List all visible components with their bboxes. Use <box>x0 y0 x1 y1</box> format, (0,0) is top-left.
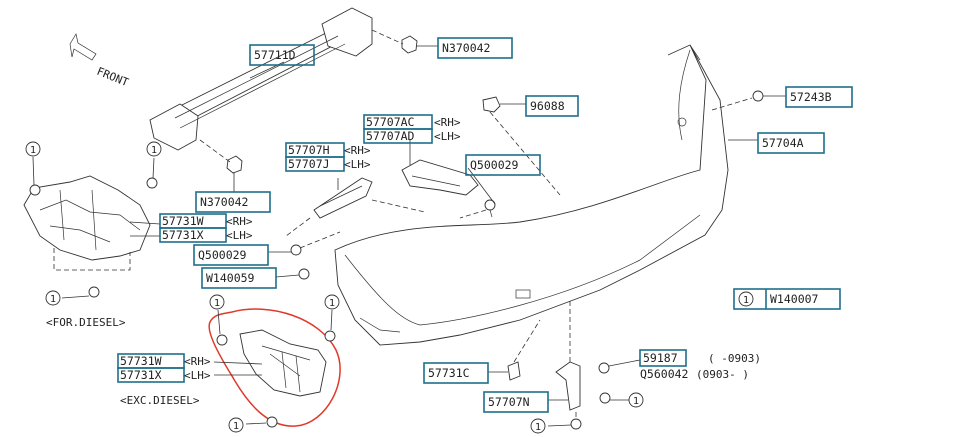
clip-diesel-left-icon <box>29 184 41 196</box>
variant-label-exc-diesel: <EXC.DIESEL> <box>120 394 200 407</box>
part-number-57731X-bottom: 57731X <box>120 368 162 382</box>
part-number-57711D: 57711D <box>254 48 296 62</box>
trim-57731C-icon <box>507 361 521 381</box>
part-number-Q500029-right: Q500029 <box>470 158 519 172</box>
callout-box-57731X-top <box>159 227 227 243</box>
screw-59187-icon <box>598 362 610 374</box>
ref-circle-icon: 1 <box>45 290 61 306</box>
clip-exc-bottom-icon <box>266 416 278 428</box>
callout-box-57707J <box>285 156 345 172</box>
part-number-57731W-top: 57731W <box>162 214 204 228</box>
svg-text:1: 1 <box>30 145 36 156</box>
nut-top-icon <box>401 35 418 54</box>
clip-exc-left-icon <box>216 334 228 346</box>
bumper-beam <box>149 7 373 151</box>
callout-box-57731C <box>423 362 489 384</box>
part-number-57731X-top: 57731X <box>162 228 204 242</box>
side-57707AD: <LH> <box>434 130 461 143</box>
part-number-N370042-top: N370042 <box>442 41 490 55</box>
ref-circle-icon: 1 <box>209 294 225 310</box>
side-57707H: <RH> <box>344 144 371 157</box>
clip-diesel-right-icon <box>146 177 158 189</box>
side-57731X-bottom: <LH> <box>184 369 211 382</box>
callout-box-Q500029-left <box>193 244 269 266</box>
front-label: FRONT <box>95 65 131 90</box>
svg-text:1: 1 <box>535 422 541 433</box>
clip-96088-icon <box>482 96 501 113</box>
variant-label-diesel: <FOR.DIESEL> <box>46 316 126 329</box>
screw-bottom-right-icon <box>599 392 611 404</box>
part-number-Q500029-left: Q500029 <box>198 248 247 262</box>
legend-box <box>733 288 841 310</box>
ref-circle-icon: 1 <box>628 392 644 408</box>
nut-mid-icon <box>226 155 243 174</box>
callout-box-N370042-mid <box>195 191 271 213</box>
callout-box-57243B <box>785 86 853 108</box>
side-bracket <box>401 159 479 196</box>
callout-box-57731X-bottom <box>117 367 185 383</box>
callout-box-57707AD <box>363 128 433 144</box>
part-number-57707J: 57707J <box>288 157 330 171</box>
center-bracket <box>313 177 373 219</box>
part-number-59187: 59187 <box>643 351 678 365</box>
side-57731W-bottom: <RH> <box>184 355 211 368</box>
part-number-57707N: 57707N <box>488 395 530 409</box>
callout-box-59187 <box>639 349 687 367</box>
part-number-W140059: W140059 <box>206 271 255 285</box>
side-57707J: <LH> <box>344 158 371 171</box>
part-number-57731C: 57731C <box>428 366 470 380</box>
part-number-57731W-bottom: 57731W <box>120 354 162 368</box>
callout-box-W140059 <box>201 267 277 289</box>
ref-circle-icon: 1 <box>324 294 340 310</box>
bumper-cover <box>334 44 729 346</box>
ref-circle-icon: 1 <box>228 417 244 433</box>
legend-part-number-W140007: W140007 <box>770 292 819 306</box>
rear-bracket-57707N <box>555 361 581 411</box>
part-number-57707AD: 57707AD <box>366 129 415 143</box>
mudguard-exc-diesel <box>239 329 327 397</box>
callout-box-57707N <box>483 391 549 413</box>
side-57731X-top: <LH> <box>226 229 253 242</box>
screw-left-icon <box>290 244 302 256</box>
part-number-96088: 96088 <box>530 99 565 113</box>
screw-bottom-center-icon <box>570 418 582 430</box>
part-number-57704A: 57704A <box>762 136 804 150</box>
side-57707AC: <RH> <box>434 116 461 129</box>
range-59187: ( -0903) <box>708 352 761 365</box>
part-number-Q560042: Q560042 <box>640 367 688 381</box>
part-number-57707H: 57707H <box>288 143 330 157</box>
callout-box-Q500029-right <box>465 154 541 176</box>
svg-text:1: 1 <box>233 421 239 432</box>
part-number-N370042-mid: N370042 <box>200 195 248 209</box>
part-number-57243B: 57243B <box>790 90 832 104</box>
legend-circle-icon <box>738 291 754 307</box>
svg-text:1: 1 <box>214 298 220 309</box>
legend-circle-number: 1 <box>743 295 749 306</box>
part-number-57707AC: 57707AC <box>366 115 415 129</box>
clip-W140059-icon <box>298 268 310 280</box>
svg-text:1: 1 <box>329 298 335 309</box>
callout-box-57704A <box>757 132 825 154</box>
callout-box-N370042-top <box>437 37 513 59</box>
side-57731W-top: <RH> <box>226 215 253 228</box>
svg-text:1: 1 <box>151 145 157 156</box>
screw-right-icon <box>484 199 496 218</box>
ref-circle-icon: 1 <box>146 141 162 157</box>
svg-text:1: 1 <box>633 396 639 407</box>
front-arrow-icon <box>69 33 97 61</box>
callout-box-96088 <box>525 95 579 117</box>
svg-text:1: 1 <box>50 294 56 305</box>
clip-exc-right-icon <box>324 330 336 342</box>
range-Q560042: (0903- ) <box>696 368 749 381</box>
clip-57243B-icon <box>752 90 764 102</box>
ref-circle-icon: 1 <box>530 418 546 434</box>
ref-circle-icon: 1 <box>25 141 41 157</box>
callout-box-57711D <box>249 44 315 66</box>
clip-diesel-bottom-icon <box>88 286 100 298</box>
mudguard-diesel <box>23 175 151 261</box>
highlight-circle <box>208 308 341 427</box>
